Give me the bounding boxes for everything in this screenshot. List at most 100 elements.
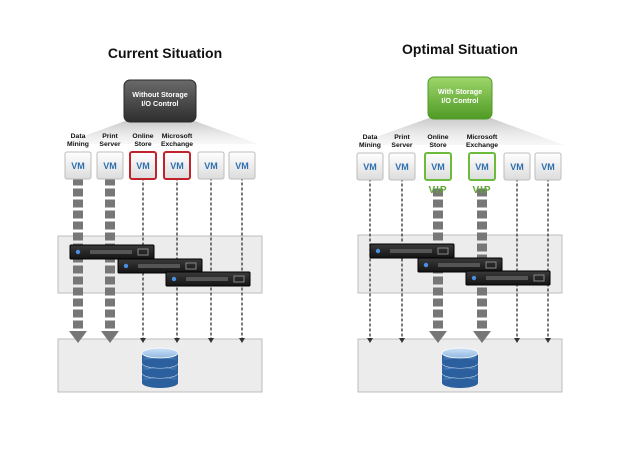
server-power-light <box>123 263 129 269</box>
vm-label: VM <box>136 161 150 171</box>
server-unit <box>417 257 503 273</box>
database-layer-top <box>441 347 479 359</box>
server-unit <box>69 244 155 260</box>
vm-label: VM <box>541 162 555 172</box>
io-arrowhead <box>545 338 551 343</box>
column-label: Data <box>363 134 378 141</box>
database-layer-bottom <box>142 358 178 368</box>
column-label: Online <box>132 133 153 140</box>
panel-title: Current Situation <box>108 45 222 61</box>
vm-column: VM <box>503 152 531 343</box>
vip-label: VIP <box>428 185 447 196</box>
vm-column: VM <box>228 151 256 343</box>
column-label: Data <box>71 133 86 140</box>
column-label: Print <box>102 133 118 140</box>
storage-io-control-box <box>123 79 197 123</box>
io-arrowhead <box>239 338 245 343</box>
column-label: Mining <box>359 142 381 149</box>
vm-box <box>534 152 562 181</box>
vm-label: VM <box>475 162 489 172</box>
vm-label: VM <box>71 161 85 171</box>
server-power-light <box>375 248 381 254</box>
database-layer-bottom <box>142 378 178 388</box>
server-slot <box>485 261 497 269</box>
server-unit <box>465 270 551 286</box>
server-unit <box>117 258 203 274</box>
storage-io-control-label: I/O Control <box>141 99 178 108</box>
vm-label: VM <box>170 161 184 171</box>
database-layer-bottom <box>142 368 178 378</box>
server-slot <box>533 274 545 282</box>
server-slot <box>233 275 245 283</box>
io-arrowhead <box>367 338 373 343</box>
server-drive-bay <box>438 263 480 267</box>
database-icon <box>141 347 179 388</box>
server-power-light <box>471 275 477 281</box>
vm-label: VM <box>510 162 524 172</box>
server-slot <box>185 262 197 270</box>
heavy-io-arrowhead <box>473 331 491 343</box>
server-slot <box>137 248 149 256</box>
heavy-io-arrowhead <box>69 331 87 343</box>
vm-label: VM <box>103 161 117 171</box>
database-layer-bottom <box>442 378 478 388</box>
vip-label: VIP <box>472 185 491 196</box>
storage-io-control-label: With Storage <box>438 87 482 96</box>
server-drive-bay <box>390 249 432 253</box>
column-label: Mining <box>67 141 89 148</box>
panel-title: Optimal Situation <box>402 41 518 57</box>
server-unit <box>165 271 251 287</box>
database-layer-bottom <box>442 358 478 368</box>
column-label: Store <box>134 141 152 148</box>
vm-label: VM <box>204 161 218 171</box>
column-label: Exchange <box>161 141 193 148</box>
io-arrowhead <box>140 338 146 343</box>
heavy-io-arrowhead <box>101 331 119 343</box>
vm-box <box>163 151 191 180</box>
column-label: Store <box>429 142 447 149</box>
column-label: Print <box>394 134 410 141</box>
io-arrowhead <box>514 338 520 343</box>
vm-column: VM <box>197 151 225 343</box>
server-drive-bay <box>186 277 228 281</box>
vm-box <box>96 151 124 180</box>
server-power-light <box>423 262 429 268</box>
vm-label: VM <box>395 162 409 172</box>
server-slot <box>437 247 449 255</box>
io-arrowhead <box>208 338 214 343</box>
io-arrowhead <box>399 338 405 343</box>
vm-box <box>424 152 452 181</box>
server-drive-bay <box>486 276 528 280</box>
column-label: Microsoft <box>162 133 193 140</box>
column-label: Server <box>391 142 413 149</box>
server-unit <box>369 243 455 259</box>
vm-label: VM <box>363 162 377 172</box>
vm-label: VM <box>235 161 249 171</box>
column-label: Microsoft <box>467 134 498 141</box>
control-fan <box>354 117 564 145</box>
column-label: Server <box>99 141 121 148</box>
vm-box <box>468 152 496 181</box>
vm-label: VM <box>431 162 445 172</box>
column-label: Online <box>427 134 448 141</box>
storage-io-control-label: Without Storage <box>132 90 187 99</box>
database-layer-top <box>141 347 179 359</box>
vm-box <box>197 151 225 180</box>
server-power-light <box>75 249 81 255</box>
database-icon <box>441 347 479 388</box>
storage-io-control-box <box>427 76 493 120</box>
server-drive-bay <box>138 264 180 268</box>
io-arrowhead <box>174 338 180 343</box>
vm-box <box>388 152 416 181</box>
server-drive-bay <box>90 250 132 254</box>
vm-box <box>129 151 157 180</box>
vm-box <box>64 151 92 180</box>
